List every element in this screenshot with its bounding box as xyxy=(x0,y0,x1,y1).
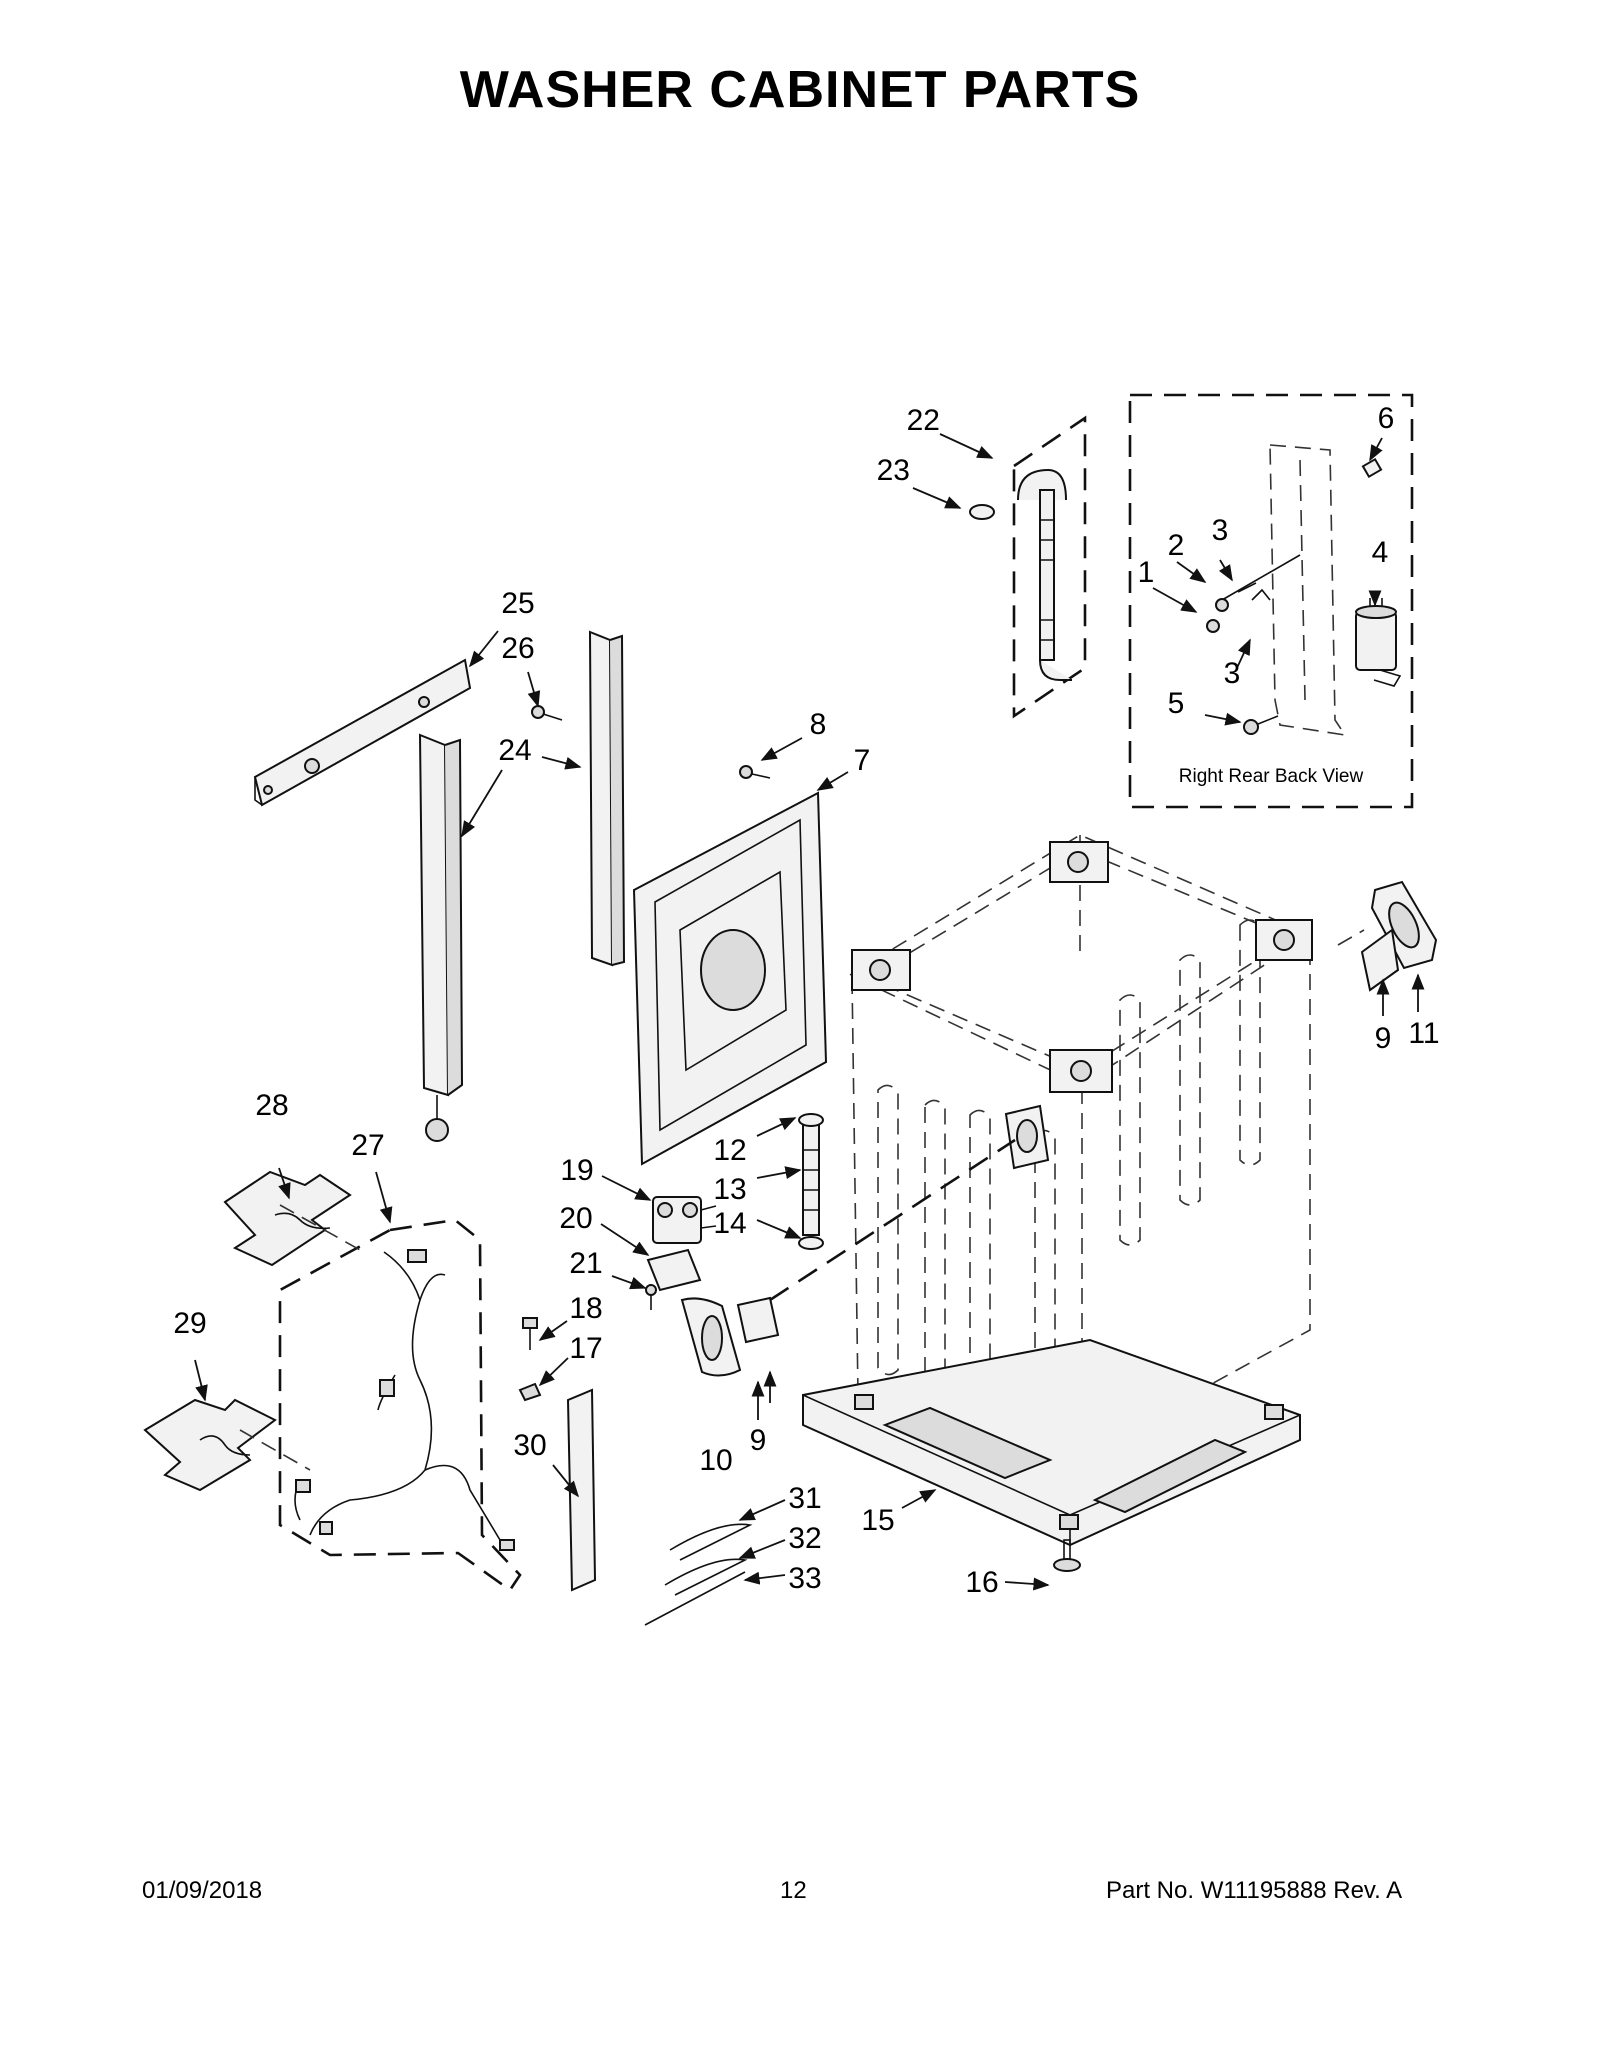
part-14-clamp xyxy=(798,1236,824,1250)
part-11-side-bezel xyxy=(1370,880,1438,970)
part-24-right-rail xyxy=(588,630,626,967)
callout-20: 20 xyxy=(559,1202,592,1235)
callout-19: 19 xyxy=(560,1154,593,1187)
callout-17: 17 xyxy=(569,1332,602,1365)
rear-view-inset-box xyxy=(1128,393,1414,809)
part-8-screw xyxy=(739,765,771,779)
callout-28: 28 xyxy=(255,1089,288,1122)
callout-26: 26 xyxy=(501,632,534,665)
part-28-pad xyxy=(223,1170,352,1267)
part-27-wire-harness xyxy=(294,1249,515,1551)
rear-view-caption: Right Rear Back View xyxy=(1179,766,1364,787)
callout-labels: 22 23 6 1 2 3 3 4 5 25 26 24 8 7 9 11 28… xyxy=(173,402,1439,1599)
callout-3b: 3 xyxy=(1224,657,1241,690)
part-30-strip xyxy=(566,1388,597,1592)
part-9-gasket-left xyxy=(736,1296,780,1344)
callout-27: 27 xyxy=(351,1129,384,1162)
part-19-valve xyxy=(652,1196,717,1244)
part-6-plug xyxy=(1361,457,1383,479)
part-32-tie xyxy=(664,1558,748,1596)
rear-panel-sketch xyxy=(1269,444,1347,737)
part-18-screw xyxy=(522,1317,538,1350)
callout-2: 2 xyxy=(1168,529,1185,562)
dash-line-28 xyxy=(279,1204,361,1251)
callout-22: 22 xyxy=(907,404,940,437)
harness-dashed-box xyxy=(278,1218,522,1592)
callout-12: 12 xyxy=(713,1134,746,1167)
part-4-capacitor xyxy=(1355,598,1402,687)
callout-14: 14 xyxy=(713,1207,746,1240)
callout-31: 31 xyxy=(788,1482,821,1515)
part-25-top-bracket xyxy=(253,658,472,807)
callout-8: 8 xyxy=(810,708,827,741)
callout-7: 7 xyxy=(854,744,871,777)
part-1-2-3-screws-clip xyxy=(1206,554,1301,633)
part-33-rod xyxy=(644,1571,746,1626)
part-7-rear-panel xyxy=(632,791,828,1166)
callout-11: 11 xyxy=(1408,1017,1439,1050)
part-29-pad xyxy=(143,1398,277,1492)
callout-1: 1 xyxy=(1138,556,1155,589)
footer-part-number: Part No. W11195888 Rev. A xyxy=(1106,1877,1403,1904)
part-31-tie xyxy=(669,1523,753,1561)
callout-16: 16 xyxy=(965,1566,998,1599)
part-12-clamp xyxy=(798,1113,824,1127)
callout-3a: 3 xyxy=(1212,514,1229,547)
dash-line-29 xyxy=(239,1429,311,1471)
part-10-bezel xyxy=(680,1297,742,1377)
part-24-left-rail xyxy=(418,733,464,1142)
part-17-clip xyxy=(518,1382,542,1402)
dash-line-9-right xyxy=(1337,929,1365,946)
callout-6: 6 xyxy=(1378,402,1395,435)
part-5-screw xyxy=(1243,715,1279,735)
callout-21: 21 xyxy=(569,1247,602,1280)
part-9-gasket-right xyxy=(1360,928,1400,992)
part-16-leveling-foot xyxy=(1053,1539,1081,1572)
callout-30: 30 xyxy=(513,1429,546,1462)
callout-4: 4 xyxy=(1372,536,1389,569)
footer-date: 01/09/2018 xyxy=(142,1877,263,1904)
callout-29: 29 xyxy=(173,1307,206,1340)
callout-25: 25 xyxy=(501,587,534,620)
callout-33: 33 xyxy=(788,1562,821,1595)
part-26-screw xyxy=(531,705,563,721)
callout-10: 10 xyxy=(699,1444,732,1477)
callout-18: 18 xyxy=(569,1292,602,1325)
part-15-base xyxy=(802,1338,1301,1547)
part-23-clamp xyxy=(969,504,995,520)
callout-5: 5 xyxy=(1168,687,1185,720)
part-13-hose xyxy=(802,1124,820,1236)
callout-15: 15 xyxy=(861,1504,894,1537)
dash-line-9-left xyxy=(769,1138,1016,1302)
part-21-screw xyxy=(645,1284,657,1310)
callout-9b: 9 xyxy=(1375,1022,1392,1055)
callout-13: 13 xyxy=(713,1173,746,1206)
callout-24: 24 xyxy=(498,734,531,767)
part-20-gasket xyxy=(646,1248,702,1292)
callout-9a: 9 xyxy=(750,1424,767,1457)
callout-32: 32 xyxy=(788,1522,821,1555)
page-title: WASHER CABINET PARTS xyxy=(459,61,1141,119)
part-22-drain-hose xyxy=(1017,468,1072,681)
footer-page-number: 12 xyxy=(780,1877,807,1904)
callout-23: 23 xyxy=(877,454,910,487)
leader-lines xyxy=(194,433,1425,1591)
